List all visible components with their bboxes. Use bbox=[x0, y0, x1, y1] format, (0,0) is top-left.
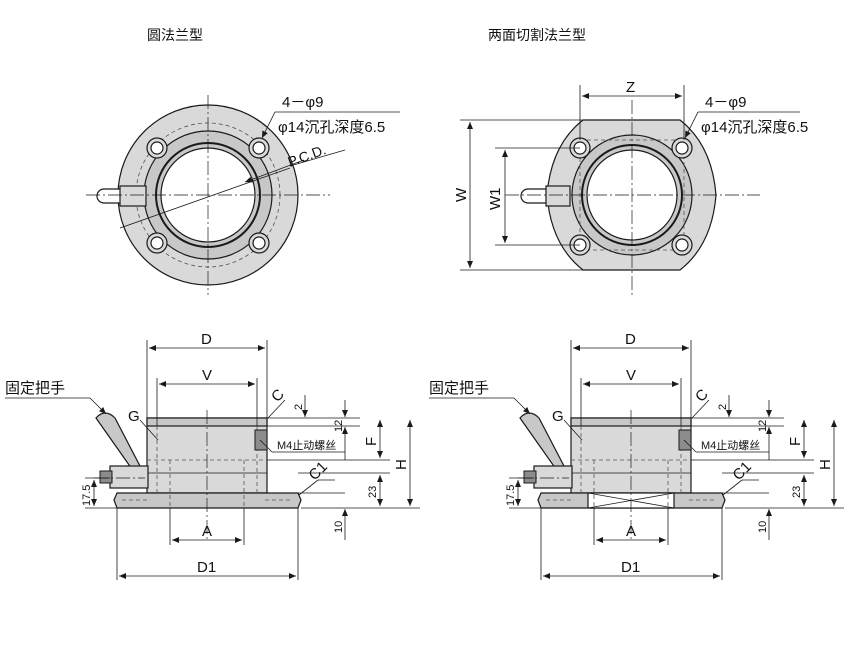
dim-D-right: D bbox=[625, 331, 636, 348]
holes-callout-right: 4－φ9 bbox=[705, 94, 746, 111]
handle-shaft bbox=[96, 185, 147, 207]
bolt-hole bbox=[569, 234, 591, 256]
dim-23-right: 23 bbox=[791, 486, 803, 498]
set-screw-callout-right: M4止动螺丝 bbox=[701, 439, 760, 452]
dim-12-right: 12 bbox=[757, 420, 769, 432]
fixing-handle bbox=[95, 412, 149, 489]
dim-D1-left: D1 bbox=[197, 559, 216, 576]
title-two-side-cut-flange: 两面切割法兰型 bbox=[488, 27, 586, 43]
dim-G-right: G bbox=[552, 408, 564, 425]
set-screw-callout-left: M4止动螺丝 bbox=[277, 439, 336, 452]
dim-G-left: G bbox=[128, 408, 140, 425]
handle-callout-left: 固定把手 bbox=[5, 380, 65, 397]
dim-10-left: 10 bbox=[333, 521, 345, 533]
dim-C-left: C bbox=[268, 386, 288, 406]
dim-12-left: 12 bbox=[333, 420, 345, 432]
dim-17-5-right: 17.5 bbox=[505, 485, 517, 506]
handle-shaft bbox=[520, 185, 571, 207]
dim-2-right: 2 bbox=[717, 404, 729, 410]
bolt-hole bbox=[248, 232, 270, 254]
dim-C-right: C bbox=[692, 386, 712, 406]
cut-flange-side-view: D V A D1 G C 2 12 M4止动螺丝 bbox=[429, 331, 844, 580]
round-flange-top-view: P.C.D. 4－φ9 φ14沉孔深度6.5 bbox=[86, 94, 400, 295]
dim-W1: W1 bbox=[487, 188, 504, 211]
dim-V-left: V bbox=[202, 367, 212, 384]
bolt-hole bbox=[146, 232, 168, 254]
dim-23-left: 23 bbox=[367, 486, 379, 498]
dim-D1-right: D1 bbox=[621, 559, 640, 576]
dim-W: W bbox=[453, 187, 470, 202]
dim-A-right: A bbox=[626, 523, 636, 540]
bolt-hole bbox=[248, 137, 270, 159]
bolt-hole bbox=[146, 137, 168, 159]
dim-V-right: V bbox=[626, 367, 636, 384]
bolt-hole bbox=[671, 137, 693, 159]
cut-flange-top-view: Z W W1 4－φ9 φ14沉孔深度6.5 bbox=[453, 79, 808, 298]
round-flange-side-view: D V A D1 G C 2 12 M4止动螺丝 bbox=[5, 331, 420, 580]
dim-F-left: F bbox=[363, 437, 380, 446]
dim-H-right: H bbox=[817, 459, 834, 470]
dim-10-right: 10 bbox=[757, 521, 769, 533]
dim-H-left: H bbox=[393, 459, 410, 470]
dim-Z: Z bbox=[626, 79, 635, 96]
dim-F-right: F bbox=[787, 437, 804, 446]
holes-callout-left: 4－φ9 bbox=[282, 94, 323, 111]
counterbore-callout-right: φ14沉孔深度6.5 bbox=[701, 119, 808, 136]
dim-2-left: 2 bbox=[293, 404, 305, 410]
handle-callout-right: 固定把手 bbox=[429, 380, 489, 397]
title-round-flange: 圆法兰型 bbox=[147, 27, 203, 43]
fixing-handle bbox=[519, 412, 573, 489]
counterbore-callout-left: φ14沉孔深度6.5 bbox=[278, 119, 385, 136]
dim-17-5-left: 17.5 bbox=[81, 485, 93, 506]
pcd-label: P.C.D. bbox=[286, 141, 329, 170]
dim-A-left: A bbox=[202, 523, 212, 540]
bolt-hole bbox=[671, 234, 693, 256]
dim-D-left: D bbox=[201, 331, 212, 348]
